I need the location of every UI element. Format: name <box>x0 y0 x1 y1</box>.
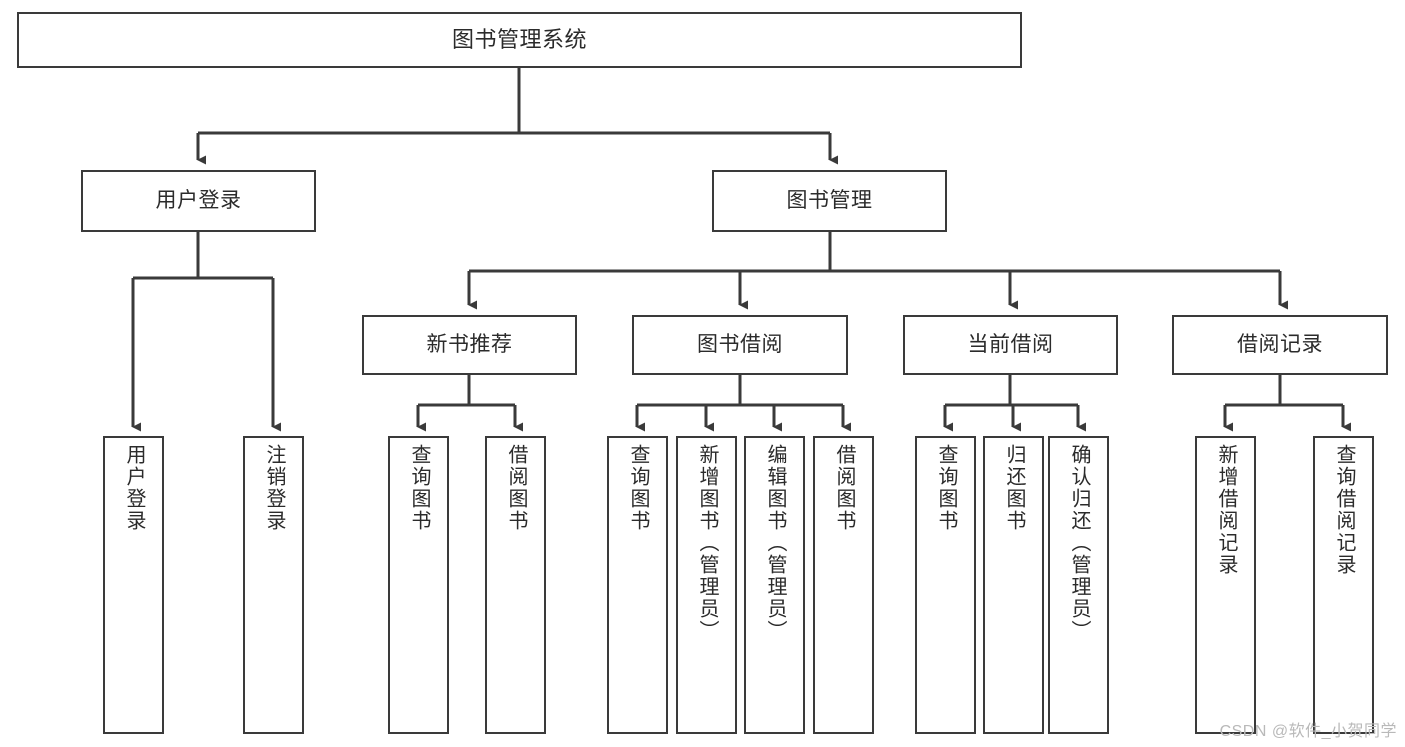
node-leaf-user-login[interactable]: 用户登录 <box>103 436 164 734</box>
node-borrowing-record[interactable]: 借阅记录 <box>1172 315 1388 375</box>
node-user-login[interactable]: 用户登录 <box>81 170 316 232</box>
node-label: 查询图书 <box>935 444 957 532</box>
node-leaf-return-book[interactable]: 归还图书 <box>983 436 1044 734</box>
node-label: 确认归还（管理员） <box>1068 444 1090 642</box>
node-label: 借阅图书 <box>505 444 527 532</box>
node-book-management[interactable]: 图书管理 <box>712 170 947 232</box>
node-label: 新增图书（管理员） <box>696 444 718 642</box>
node-label: 图书管理 <box>786 188 873 212</box>
node-label: 图书借阅 <box>697 332 783 356</box>
node-book-borrowing[interactable]: 图书借阅 <box>632 315 848 375</box>
node-label: 借阅图书 <box>833 444 855 532</box>
node-leaf-add-book[interactable]: 新增图书（管理员） <box>676 436 737 734</box>
node-leaf-confirm-return[interactable]: 确认归还（管理员） <box>1048 436 1109 734</box>
node-current-borrowing[interactable]: 当前借阅 <box>903 315 1118 375</box>
node-label: 图书管理系统 <box>451 27 587 53</box>
csdn-watermark: CSDN @软件_小贺同学 <box>1219 723 1397 740</box>
node-leaf-query-book-2[interactable]: 查询图书 <box>607 436 668 734</box>
node-leaf-add-borrow-record[interactable]: 新增借阅记录 <box>1195 436 1256 734</box>
node-label: 借阅记录 <box>1237 332 1323 356</box>
node-label: 查询借阅记录 <box>1333 444 1355 576</box>
node-label: 编辑图书（管理员） <box>764 444 786 642</box>
node-leaf-edit-book[interactable]: 编辑图书（管理员） <box>744 436 805 734</box>
node-label: 当前借阅 <box>967 332 1054 356</box>
node-label: 查询图书 <box>627 444 649 532</box>
node-root-book-management-system[interactable]: 图书管理系统 <box>17 12 1022 68</box>
node-leaf-borrow-book-2[interactable]: 借阅图书 <box>813 436 874 734</box>
node-label: 用户登录 <box>155 188 242 212</box>
node-leaf-borrow-book-1[interactable]: 借阅图书 <box>485 436 546 734</box>
node-label: 查询图书 <box>408 444 430 532</box>
node-leaf-query-book-3[interactable]: 查询图书 <box>915 436 976 734</box>
node-new-book-recommendation[interactable]: 新书推荐 <box>362 315 577 375</box>
node-label: 新书推荐 <box>426 332 513 356</box>
node-label: 新增借阅记录 <box>1215 444 1237 576</box>
node-label: 注销登录 <box>263 444 285 532</box>
node-leaf-logout[interactable]: 注销登录 <box>243 436 304 734</box>
node-leaf-query-book-1[interactable]: 查询图书 <box>388 436 449 734</box>
node-label: 归还图书 <box>1003 444 1025 532</box>
node-label: 用户登录 <box>123 444 145 532</box>
node-leaf-query-borrow-record[interactable]: 查询借阅记录 <box>1313 436 1374 734</box>
